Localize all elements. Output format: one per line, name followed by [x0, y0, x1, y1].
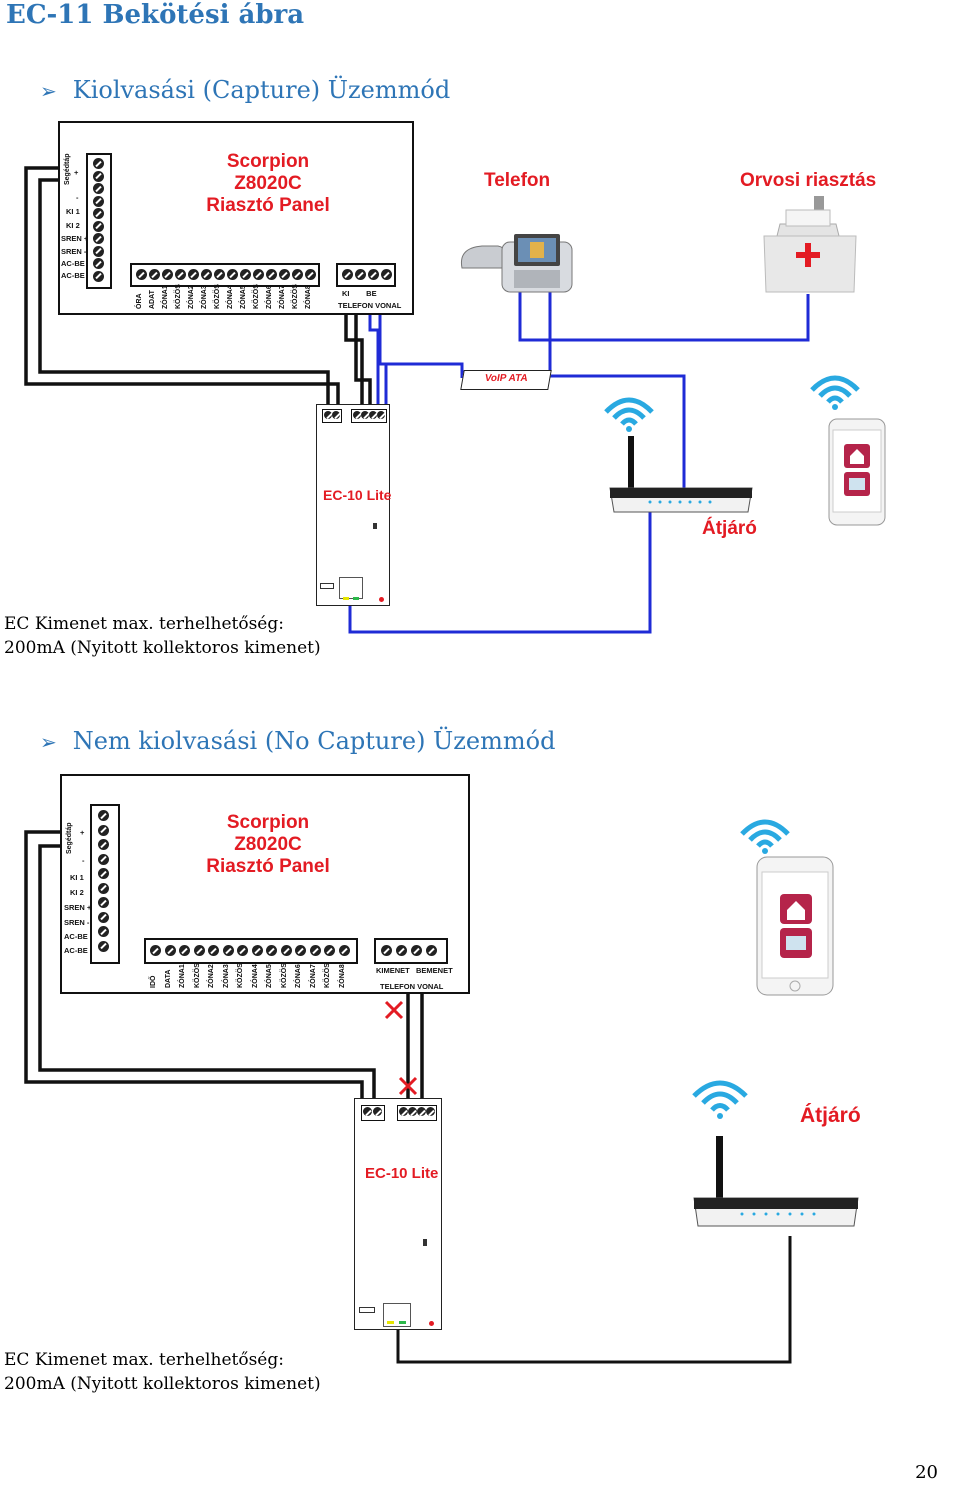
section1-heading: ➢ Kiolvasási (Capture) Üzemmód: [40, 76, 450, 104]
section2-heading: ➢ Nem kiolvasási (No Capture) Üzemmód: [40, 727, 555, 755]
zone-terminal-strip: [144, 938, 358, 964]
wifi-icon: [604, 397, 654, 432]
panel-model: Z8020C: [234, 834, 302, 855]
smartphone-icon: [756, 856, 834, 996]
zone-label: ZÓNA6: [295, 964, 302, 988]
telefon-label: Telefon: [484, 170, 551, 191]
zone-label: ZÓNA5: [266, 964, 273, 988]
section2-heading-text: Nem kiolvasási (No Capture) Üzemmód: [72, 727, 556, 755]
zone-terminal-strip: [130, 263, 320, 287]
alarm-panel-1: Segédtáp + - KI 1 KI 2 SREN + SREN - AC-…: [58, 121, 414, 315]
minus-label: -: [82, 856, 85, 865]
ethernet-port: [339, 577, 363, 599]
zone-label: KÖZÖS: [280, 963, 288, 988]
zone-label: ZÓNA2: [208, 964, 215, 988]
note-block-2: EC Kimenet max. terhelhetőség: 200mA (Ny…: [4, 1348, 321, 1396]
note-line1: EC Kimenet max. terhelhetőség:: [4, 1350, 284, 1370]
panel-model: Z8020C: [234, 173, 302, 194]
zone-label: DATA: [164, 969, 172, 988]
ki2-label: KI 2: [70, 888, 84, 897]
panel-name: Scorpion: [226, 151, 310, 172]
alarm-panel-2: Segédtáp + - KI 1 KI 2 SREN + SREN - AC-…: [60, 774, 470, 994]
sren-minus-label: SREN -: [61, 247, 87, 256]
segedtap-label: Segédtáp: [66, 822, 73, 854]
sren-plus-label: SREN +: [64, 903, 92, 912]
panel-name: Scorpion: [226, 812, 310, 833]
sren-plus-label: SREN +: [61, 234, 89, 243]
ec10-title: EC-10 Lite: [323, 487, 392, 503]
zone-label: ZÓNA3: [222, 964, 230, 988]
panel-title-block: Scorpion Z8020C Riasztó Panel: [168, 151, 368, 217]
panel-desc: Riasztó Panel: [206, 195, 330, 216]
acbe-label-1: AC-BE: [61, 259, 85, 268]
gateway-label: Átjáró: [702, 518, 757, 539]
note-line1: EC Kimenet max. terhelhetőség:: [4, 614, 284, 634]
tel-kimenet-bemenet-label: KIMENET BEMENET: [376, 966, 453, 975]
ec10-title: EC-10 Lite: [365, 1165, 439, 1182]
acbe-label-2: AC-BE: [61, 271, 85, 280]
note-line2: 200mA (Nyitott kollektoros kimenet): [4, 638, 321, 658]
acbe-label-2: AC-BE: [64, 946, 88, 955]
medical-alarm-icon: [763, 196, 857, 293]
phone-icon: [460, 234, 573, 293]
orvosi-label: Orvosi riasztás: [740, 170, 877, 191]
power-wire-1: [24, 166, 340, 410]
tel-terminal-strip: [336, 263, 396, 287]
telefon-vonal-label: TELEFON VONAL: [338, 301, 402, 310]
plus-label: +: [74, 168, 79, 177]
tel-ki-be-label: KI BE: [342, 289, 377, 298]
zone-label: ZÓNA1: [179, 964, 186, 988]
telefon-vonal-label: TELEFON VONAL: [380, 982, 444, 991]
zone-label: IDŐ: [150, 975, 157, 988]
tel-wire-2: [354, 276, 372, 410]
ec-router-wire: [396, 1236, 792, 1364]
arrow-bullet-icon: ➢: [40, 79, 57, 103]
router-icon: [609, 436, 753, 513]
panel-desc: Riasztó Panel: [206, 856, 330, 877]
note-line2: 200mA (Nyitott kollektoros kimenet): [4, 1374, 321, 1394]
acbe-label-1: AC-BE: [64, 932, 88, 941]
wifi-icon: [740, 819, 790, 854]
zone-label: ZÓNA4: [251, 964, 259, 988]
smartphone-icon: [828, 418, 886, 526]
gateway-label: Átjáró: [800, 1104, 861, 1127]
wifi-icon: [810, 375, 860, 410]
page-number: 20: [915, 1462, 938, 1483]
power-wire-2: [38, 178, 330, 410]
power-wire-2: [38, 844, 376, 1104]
ki1-label: KI 1: [66, 207, 80, 216]
tel-terminal-strip: [374, 938, 448, 964]
router-icon: [693, 1136, 859, 1227]
zone-label: ZÓNA8: [338, 964, 346, 988]
arrow-bullet-icon: ➢: [40, 730, 57, 754]
zone-label: KÖZÖS: [324, 963, 331, 988]
section1-heading-text: Kiolvasási (Capture) Üzemmód: [72, 76, 451, 104]
power-wire-1: [24, 830, 364, 1104]
ki1-label: KI 1: [70, 873, 84, 882]
ethernet-port: [383, 1303, 411, 1327]
note-block-1: EC Kimenet max. terhelhetőség: 200mA (Ny…: [4, 612, 321, 660]
zone-label: KÖZÖS: [237, 963, 244, 988]
ec10-module-1: EC-10 Lite: [316, 404, 392, 606]
minus-label: -: [76, 193, 79, 202]
wifi-icon: [692, 1080, 748, 1119]
left-terminal-strip: [86, 153, 112, 289]
plus-label: +: [80, 828, 85, 837]
left-terminal-strip: [90, 804, 120, 964]
disconnect-x-mark: [384, 1000, 418, 1096]
page-title: EC-11 Bekötési ábra: [6, 0, 305, 30]
telefon-orvosi-wire: [518, 290, 810, 342]
ec-router-wire: [348, 512, 652, 634]
sren-minus-label: SREN -: [64, 918, 90, 927]
zone-label: ZÓNA7: [309, 964, 317, 988]
ec10-module-2: EC-10 Lite: [354, 1098, 442, 1330]
panel-title-block: Scorpion Z8020C Riasztó Panel: [168, 812, 368, 878]
ki2-label: KI 2: [66, 221, 80, 230]
zone-label: KÖZÖS: [193, 963, 201, 988]
